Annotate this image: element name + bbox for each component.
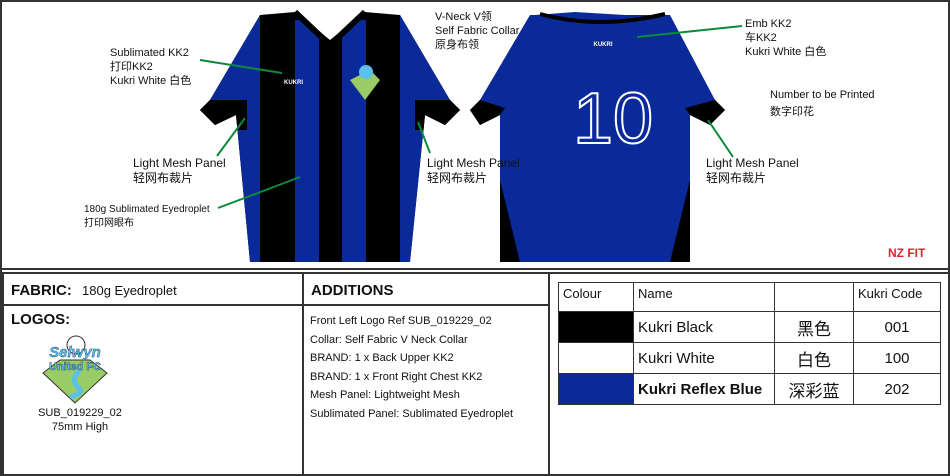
- table-row: Kukri White 白色 100: [558, 342, 941, 374]
- colour-name: Kukri White: [633, 342, 775, 374]
- mesh-note-front-left: Light Mesh Panel 轻网布裁片: [133, 156, 226, 186]
- svg-text:Selwyn: Selwyn: [49, 344, 101, 361]
- colour-code: 202: [853, 373, 941, 405]
- note-line: 原身布领: [435, 39, 479, 51]
- colour-table: Colour Name Kukri Code Kukri Black 黑色 00…: [558, 282, 941, 405]
- colour-code: 001: [853, 311, 941, 343]
- addition-item: Sublimated Panel: Sublimated Eyedroplet: [310, 407, 514, 420]
- colour-swatch: [558, 342, 634, 374]
- colour-cn: 白色: [774, 342, 854, 374]
- table-row: Kukri Reflex Blue 深彩蓝 202: [558, 373, 941, 405]
- note-line: Light Mesh Panel: [133, 156, 226, 170]
- colour-name: Kukri Black: [633, 311, 775, 343]
- additions-list: Front Left Logo Ref SUB_019229_02 Collar…: [310, 312, 513, 423]
- colours-box: [548, 272, 950, 476]
- note-line: Number to be Printed: [770, 89, 875, 101]
- collar-note: V-Neck V领 Self Fabric Collar 原身布领: [435, 10, 519, 52]
- svg-text:United FC: United FC: [49, 361, 101, 373]
- addition-item: Collar: Self Fabric V Neck Collar: [310, 333, 468, 346]
- back-jersey: KUKRI 10: [470, 12, 725, 262]
- colour-swatch: [558, 373, 634, 405]
- note-line: Kukri White 白色: [745, 46, 827, 58]
- design-area: [2, 2, 948, 270]
- mesh-note-back: Light Mesh Panel 轻网布裁片: [706, 156, 799, 186]
- note-line: V-Neck V领: [435, 11, 492, 23]
- table-header-row: Colour Name Kukri Code: [558, 282, 941, 312]
- addition-item: BRAND: 1 x Back Upper KK2: [310, 352, 454, 364]
- colour-cn: 深彩蓝: [774, 373, 854, 405]
- header-name: Name: [633, 282, 775, 312]
- header-colour: Colour: [558, 282, 634, 312]
- body-fabric-note: 180g Sublimated Eyedroplet 打印网眼布: [84, 203, 210, 231]
- addition-item: Front Left Logo Ref SUB_019229_02: [310, 315, 492, 327]
- note-line: 打印KK2: [110, 61, 153, 73]
- note-line: Light Mesh Panel: [427, 156, 520, 170]
- header-chinese: [774, 282, 854, 312]
- fit-label: NZ FIT: [888, 246, 926, 260]
- fabric-value: 180g Eyedroplet: [82, 283, 177, 298]
- note-line: 车KK2: [745, 32, 777, 44]
- jersey-illustrations: KUKRI KUKRI 10: [199, 9, 743, 262]
- additions-label: ADDITIONS: [311, 282, 394, 299]
- mesh-note-front-right: Light Mesh Panel 轻网布裁片: [427, 156, 520, 186]
- svg-text:KUKRI: KUKRI: [594, 42, 613, 48]
- svg-text:KUKRI: KUKRI: [284, 80, 303, 86]
- colour-name: Kukri Reflex Blue: [633, 373, 775, 405]
- note-line: 轻网布裁片: [706, 171, 767, 185]
- note-line: 数字印花: [770, 106, 814, 118]
- club-logo: Selwyn United FC: [42, 335, 108, 404]
- note-line: Light Mesh Panel: [706, 156, 799, 170]
- colour-cn: 黑色: [774, 311, 854, 343]
- note-line: 打印网眼布: [84, 218, 134, 229]
- colour-code: 100: [853, 342, 941, 374]
- note-line: Emb KK2: [745, 18, 792, 30]
- note-line: 180g Sublimated Eyedroplet: [84, 204, 210, 215]
- note-line: 轻网布裁片: [133, 171, 194, 185]
- header-code: Kukri Code: [853, 282, 941, 312]
- number-note: Number to be Printed 数字印花: [770, 88, 875, 119]
- emb-note: Emb KK2 车KK2 Kukri White 白色: [745, 17, 826, 59]
- fabric-label: FABRIC:: [11, 282, 72, 299]
- logo-ref: SUB_019229_02: [38, 407, 122, 419]
- sublimated-note: Sublimated KK2 打印KK2 Kukri White 白色: [110, 46, 191, 88]
- note-line: Kukri White 白色: [110, 75, 192, 87]
- logos-label: LOGOS:: [11, 311, 71, 328]
- leader-lines: [199, 25, 743, 209]
- svg-text:10: 10: [573, 79, 653, 159]
- logo-caption: SUB_019229_02 75mm High: [20, 406, 140, 434]
- note-line: 轻网布裁片: [427, 171, 488, 185]
- logo-size: 75mm High: [51, 421, 109, 433]
- note-line: Self Fabric Collar: [435, 25, 520, 37]
- colour-swatch: [558, 311, 634, 343]
- addition-item: Mesh Panel: Lightweight Mesh: [310, 389, 460, 401]
- addition-item: BRAND: 1 x Front Right Chest KK2: [310, 370, 483, 383]
- table-row: Kukri Black 黑色 001: [558, 311, 941, 343]
- note-line: Sublimated KK2: [110, 47, 189, 59]
